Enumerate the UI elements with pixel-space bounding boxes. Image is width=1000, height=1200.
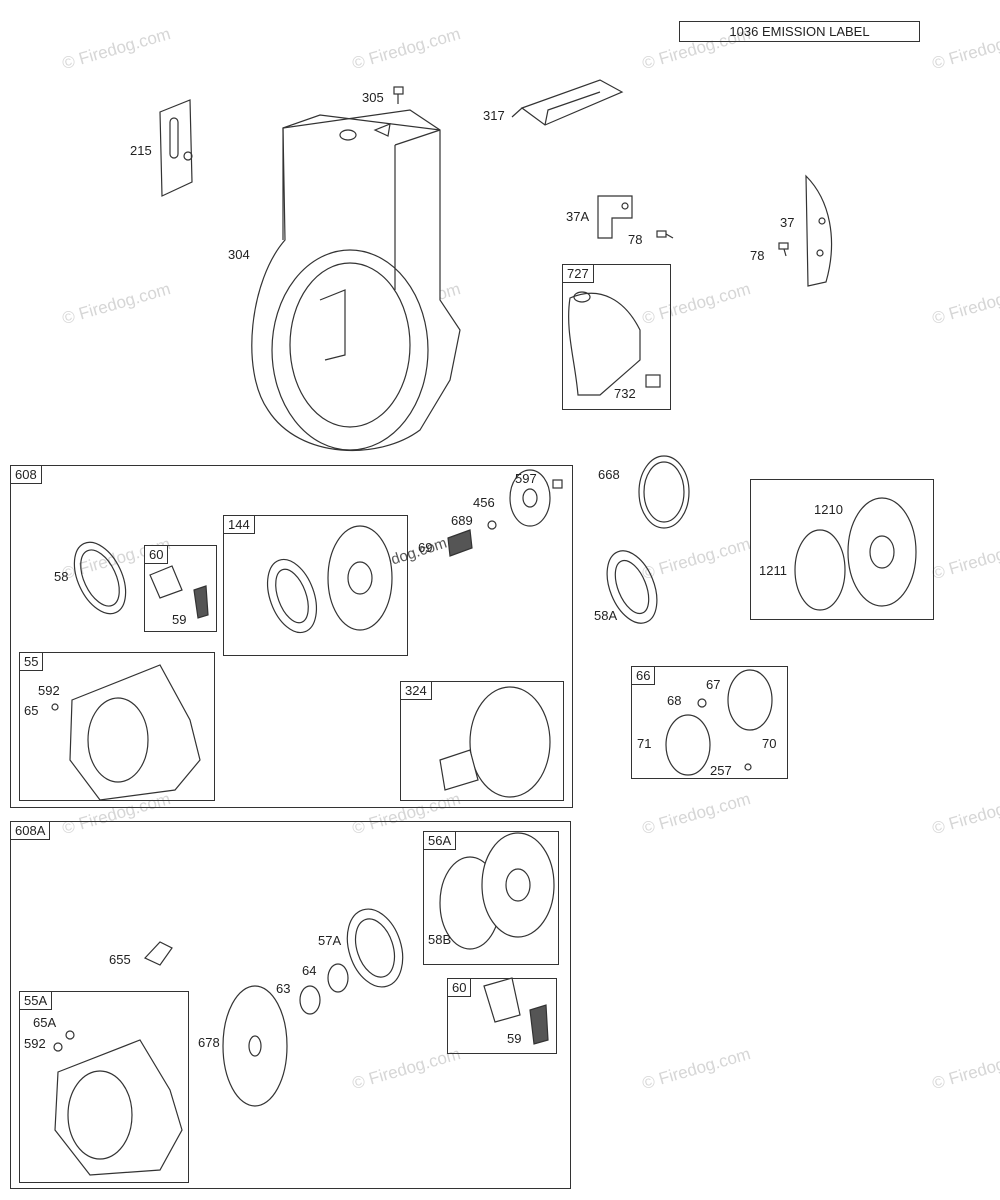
spring-58-icon — [73, 541, 127, 615]
part-label: 592 — [38, 683, 60, 698]
screw-78-icon — [656, 230, 789, 257]
spring-58A-icon — [606, 550, 658, 624]
part-label: 1211 — [759, 563, 787, 578]
part-label: 65 — [24, 703, 39, 718]
box-tag: 727 — [562, 264, 594, 283]
housing-55-icon — [51, 664, 201, 801]
handle-60-icon — [149, 565, 209, 619]
part-label: 65A — [33, 1015, 57, 1030]
part-label: 58 — [54, 569, 69, 584]
box-55: 55 — [19, 652, 215, 801]
part-label: 69 — [418, 540, 433, 555]
box-60-lower: 60 — [447, 978, 557, 1054]
part-label: 257 — [710, 763, 732, 778]
spring-57A-icon — [346, 908, 404, 988]
part-label: 58A — [594, 608, 618, 623]
part-label: 59 — [172, 612, 187, 627]
part-label: 57A — [318, 933, 342, 948]
bolt-305-icon — [393, 86, 404, 104]
box-tag: 144 — [223, 515, 255, 534]
box-tag: 55 — [19, 652, 44, 671]
pulley-56A-icon — [439, 832, 555, 950]
box-324: 324 — [400, 681, 564, 801]
box-tag: 60 — [447, 978, 472, 997]
part-label: 37A — [566, 209, 590, 224]
part-label: 597 — [515, 471, 537, 486]
box-144: 144 — [223, 515, 408, 656]
part-label: 456 — [473, 495, 495, 510]
part-label: 304 — [228, 247, 250, 262]
spring-144-icon — [266, 525, 393, 634]
part-label: 317 — [483, 108, 505, 123]
part-label: 67 — [706, 677, 721, 692]
box-tag: 60 — [144, 545, 169, 564]
blower-housing-304-icon — [251, 109, 461, 452]
washer-678-icon — [222, 985, 288, 1107]
part-label: 63 — [276, 981, 291, 996]
part-label: 68 — [667, 693, 682, 708]
part-label: 689 — [451, 513, 473, 528]
bracket-317-icon — [511, 79, 624, 126]
box-608: 608 — [10, 465, 573, 808]
bracket-37A-icon — [597, 195, 633, 239]
part-label: 71 — [637, 736, 652, 751]
part-label: 59 — [507, 1031, 522, 1046]
box-tag: 608 — [10, 465, 42, 484]
box-tag: 324 — [400, 681, 432, 700]
shield-37-icon — [805, 174, 833, 287]
part-label: 305 — [362, 90, 384, 105]
clip-655-icon — [143, 941, 173, 966]
box-55A: 55A — [19, 991, 189, 1183]
part-label: 655 — [109, 952, 131, 967]
box-608A: 608A — [10, 821, 571, 1189]
box-tag: 66 — [631, 666, 656, 685]
plate-215-icon — [159, 99, 193, 197]
part-label: 58B — [428, 932, 452, 947]
part-label: 78 — [628, 232, 643, 247]
part-label: 1210 — [814, 502, 843, 517]
part-label: 64 — [302, 963, 317, 978]
part-label: 215 — [130, 143, 152, 158]
box-1210 — [750, 479, 934, 620]
guard-727-icon — [568, 291, 661, 396]
part-label: 668 — [598, 467, 620, 482]
gasket-668-icon — [638, 455, 690, 529]
emission-label-box: 1036 EMISSION LABEL — [679, 21, 920, 42]
starter-cup-66-icon — [665, 669, 773, 776]
box-727: 727 — [562, 264, 671, 410]
part-label: 78 — [750, 248, 765, 263]
part-label: 37 — [780, 215, 795, 230]
handle-60b-icon — [483, 977, 549, 1045]
part-label: 732 — [614, 386, 636, 401]
box-66: 66 — [631, 666, 788, 779]
housing-55A-icon — [53, 1030, 183, 1176]
part-label: 592 — [24, 1036, 46, 1051]
part-label: 70 — [762, 736, 777, 751]
pulley-456-icon — [447, 469, 563, 557]
box-60-upper: 60 — [144, 545, 217, 632]
cup-324-icon — [439, 686, 551, 798]
box-56A: 56A — [423, 831, 559, 965]
box-tag: 608A — [10, 821, 51, 840]
part-label: 678 — [198, 1035, 220, 1050]
spring-64-icon — [299, 963, 349, 1015]
box-tag: 56A — [423, 831, 457, 850]
pulley-1210-icon — [794, 497, 917, 611]
box-tag: 55A — [19, 991, 53, 1010]
